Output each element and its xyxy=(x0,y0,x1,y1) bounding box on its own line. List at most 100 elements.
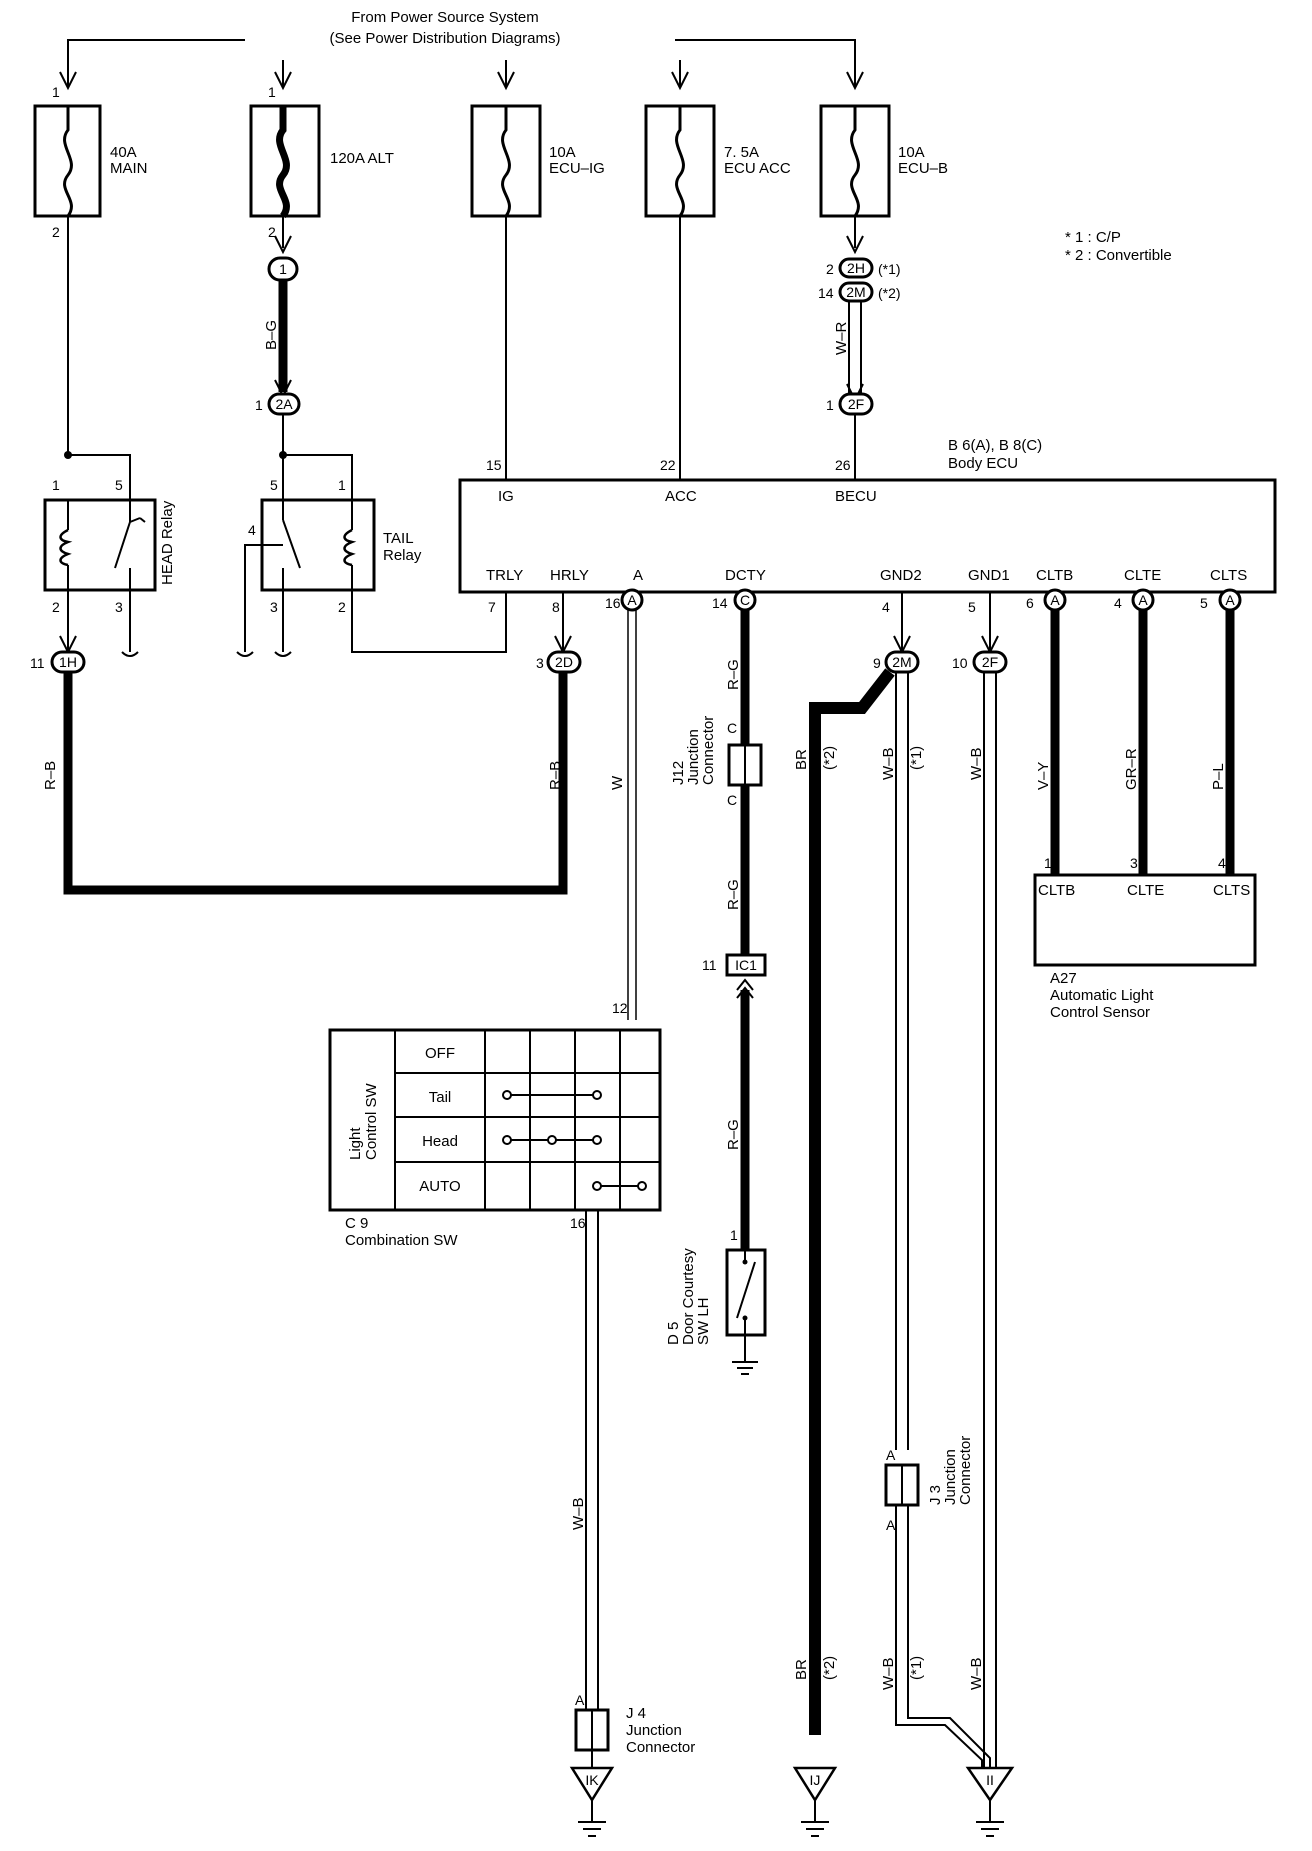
fuse-ecu-acc xyxy=(644,104,716,218)
connector-2m-bottom xyxy=(884,650,920,674)
fuse-ecu-b xyxy=(819,104,891,218)
switch-row-head: Head xyxy=(422,1133,458,1150)
variant-mark: (*2) xyxy=(878,285,901,301)
head-relay-label: HEAD Relay xyxy=(159,500,176,585)
power-arrows xyxy=(59,60,864,91)
junction-j4 xyxy=(574,1708,610,1752)
connector-ic1-label: IC1 xyxy=(735,957,757,973)
switch-row-tail: Tail xyxy=(429,1089,452,1106)
switch-name: Combination SW xyxy=(345,1232,458,1249)
ecu-pin-clts: CLTS xyxy=(1210,567,1247,584)
switch-row-off: OFF xyxy=(425,1045,455,1062)
connector-a-pin: A xyxy=(886,1517,896,1533)
wire-label-wb: W–B xyxy=(880,1657,897,1690)
pin-label: 4 xyxy=(1218,855,1226,871)
pin-label: 5 xyxy=(968,599,976,615)
j4-label: Junction xyxy=(626,1722,682,1739)
fuse-main-name: MAIN xyxy=(110,160,148,177)
connector-1h-label: 1H xyxy=(59,654,77,670)
pin-label: 2 xyxy=(52,224,60,240)
pin-label: 16 xyxy=(605,595,621,611)
connector-ic1 xyxy=(725,953,767,977)
pin-label: 3 xyxy=(1130,855,1138,871)
connector-a-label: A xyxy=(627,592,637,608)
j12-label: Junction xyxy=(685,729,702,785)
wire-rb-loop xyxy=(63,672,568,895)
connector-2m-label: 2M xyxy=(846,284,865,300)
fuse-ecu-ig xyxy=(470,104,542,218)
ground-ii-label: II xyxy=(986,1772,994,1788)
wire-label-wb: W–B xyxy=(968,747,985,780)
connector-2d xyxy=(546,650,582,674)
connector-a-ecu xyxy=(620,588,644,612)
connector-c-pin: C xyxy=(727,720,737,736)
sensor-name: Automatic Light xyxy=(1050,987,1154,1004)
junction-j3 xyxy=(884,1463,920,1507)
pin-label: 3 xyxy=(536,655,544,671)
pin-label: 6 xyxy=(1026,595,1034,611)
tail-relay-label2: Relay xyxy=(383,547,422,564)
connector-c-pin: C xyxy=(727,792,737,808)
ecu-pin-cltb: CLTB xyxy=(1036,567,1073,584)
j3-label: Connector xyxy=(957,1436,974,1505)
pin-label: 1 xyxy=(826,397,834,413)
j12-label: J12 xyxy=(670,761,687,785)
connector-c-label: C xyxy=(740,592,750,608)
j12-label: Connector xyxy=(700,716,717,785)
wire-head-relay-feed xyxy=(68,454,131,500)
j4-label: Connector xyxy=(626,1739,695,1756)
switch-id: C 9 xyxy=(345,1215,368,1232)
pin-label: 1 xyxy=(52,84,60,100)
fuse-ecu-b-name: ECU–B xyxy=(898,160,948,177)
pin-label: 5 xyxy=(1200,595,1208,611)
j3-label: Junction xyxy=(942,1449,959,1505)
connector-2f-label: 2F xyxy=(982,654,998,670)
ecu-name: Body ECU xyxy=(948,455,1018,472)
ground-ik xyxy=(569,1766,615,1837)
body-ecu xyxy=(458,478,1277,594)
switch-title: Control SW xyxy=(363,1082,380,1160)
pin-label: 2 xyxy=(826,261,834,277)
ecu-pin-gnd1: GND1 xyxy=(968,567,1010,584)
pin-label: 12 xyxy=(612,1000,628,1016)
wire-label-rb: R–B xyxy=(547,761,564,790)
fuse-alt xyxy=(249,104,321,219)
wire-wr xyxy=(848,301,862,396)
wire-label-rg: R–G xyxy=(725,659,742,690)
pin-label: 2 xyxy=(268,224,276,240)
fuse-ecu-acc-name: ECU ACC xyxy=(724,160,791,177)
pin-label: 1 xyxy=(1044,855,1052,871)
ecu-pin-becu: BECU xyxy=(835,488,877,505)
pin-label: 8 xyxy=(552,599,560,615)
head-relay xyxy=(43,498,157,592)
variant-mark: (*1) xyxy=(908,746,925,770)
fuse-main-amp: 40A xyxy=(110,144,137,161)
fuse-alt-amp: 120A ALT xyxy=(330,150,394,167)
pin-label: 11 xyxy=(30,655,45,671)
wire-label-grr: GR–R xyxy=(1123,748,1140,790)
door-name: Door Courtesy xyxy=(680,1248,697,1345)
variant-mark: (*1) xyxy=(878,261,901,277)
sensor-pin-clte: CLTE xyxy=(1127,882,1164,899)
pin-label: 4 xyxy=(1114,595,1122,611)
j4-label: J 4 xyxy=(626,1705,646,1722)
fuse-ecu-b-amp: 10A xyxy=(898,144,925,161)
switch-row-auto: AUTO xyxy=(419,1178,460,1195)
ground-ij xyxy=(792,1766,838,1837)
note-2: * 2 : Convertible xyxy=(1065,247,1172,264)
variant-mark: (*2) xyxy=(821,746,838,770)
pin-label: 2 xyxy=(338,599,346,615)
door-name: SW LH xyxy=(695,1297,712,1345)
wire-head-relay-out xyxy=(59,590,77,655)
tail-relay xyxy=(236,498,376,657)
wire-wb-j3 xyxy=(895,672,909,1450)
connector-a-label: A xyxy=(1050,592,1060,608)
wire-wb-gnd1 xyxy=(983,672,997,1768)
connector-2m-top xyxy=(838,281,874,303)
pin-label: 5 xyxy=(115,477,123,493)
sensor-pin-clts: CLTS xyxy=(1213,882,1250,899)
sensor-pin-cltb: CLTB xyxy=(1038,882,1075,899)
fuse-ecu-acc-amp: 7. 5A xyxy=(724,144,759,161)
wire-label-rb: R–B xyxy=(42,761,59,790)
wire-label-br: BR xyxy=(793,1659,810,1680)
